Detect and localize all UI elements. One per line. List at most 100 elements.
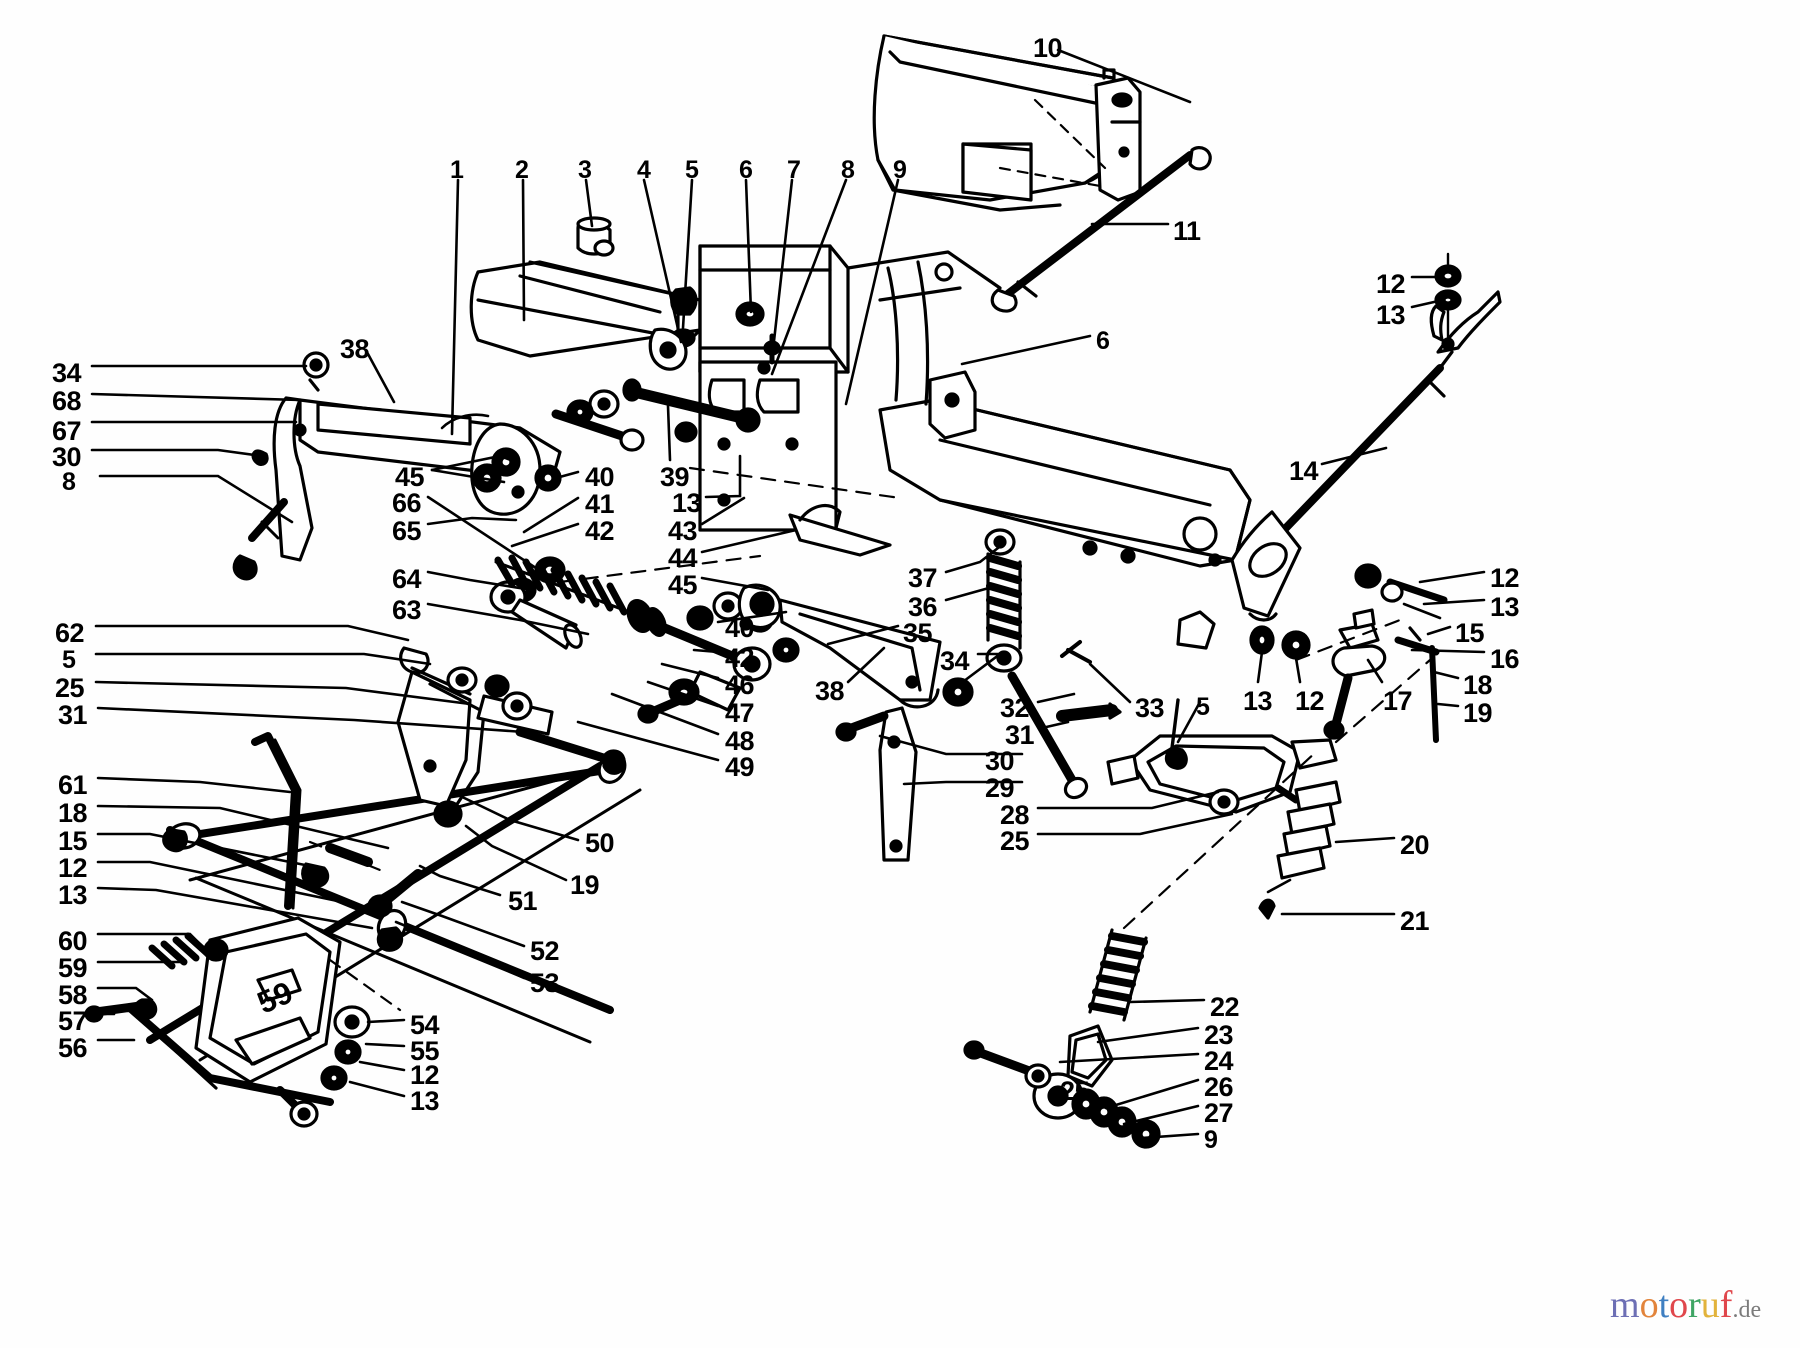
callout-number-21: 21 xyxy=(1400,906,1430,936)
callout-number-59: 59 xyxy=(58,953,88,983)
callout-number-26: 26 xyxy=(1204,1072,1234,1102)
callout-number-13: 13 xyxy=(1376,300,1406,330)
callout-number-68: 68 xyxy=(52,386,82,416)
callout-number-12: 12 xyxy=(1490,563,1520,593)
callout-number-13: 13 xyxy=(410,1086,440,1116)
callout-number-15: 15 xyxy=(1455,618,1485,648)
lower-left-frame xyxy=(84,646,642,1128)
callout-number-12: 12 xyxy=(58,853,88,883)
callout-number-28: 28 xyxy=(1000,800,1030,830)
callout-number-17: 17 xyxy=(1383,686,1413,716)
callout-number-51: 51 xyxy=(508,886,538,916)
cross-shaft-39 xyxy=(551,378,761,452)
watermark-letter-t: t xyxy=(1658,1284,1670,1326)
callout-number-19: 19 xyxy=(570,870,600,900)
callout-number-13: 13 xyxy=(1490,592,1520,622)
callout-number-7: 7 xyxy=(787,156,801,184)
callout-number-18: 18 xyxy=(1463,670,1493,700)
control-rod-14 xyxy=(1230,252,1502,622)
callout-number-42: 42 xyxy=(585,516,615,546)
callout-number-15: 15 xyxy=(58,826,88,856)
callout-number-1: 1 xyxy=(450,156,464,184)
callout-number-20: 20 xyxy=(1400,830,1430,860)
callout-number-24: 24 xyxy=(1204,1046,1234,1076)
callout-number-6: 6 xyxy=(739,156,753,184)
callout-number-42: 42 xyxy=(725,643,755,673)
callout-number-30: 30 xyxy=(52,442,82,472)
callout-number-35: 35 xyxy=(903,618,933,648)
callout-number-45: 45 xyxy=(668,570,698,600)
callout-number-45: 45 xyxy=(395,462,425,492)
callout-number-9: 9 xyxy=(1204,1126,1218,1154)
callout-number-34: 34 xyxy=(940,646,970,676)
callout-number-32: 32 xyxy=(1000,693,1030,723)
motoruf-watermark: motoruf.de xyxy=(1610,1283,1761,1327)
bracket-plate-right xyxy=(1176,610,1216,650)
callout-number-58: 58 xyxy=(58,980,88,1010)
callout-number-37: 37 xyxy=(908,563,938,593)
callout-number-40: 40 xyxy=(585,462,615,492)
callout-number-5: 5 xyxy=(1196,693,1210,721)
callout-number-38: 38 xyxy=(815,676,845,706)
callout-number-5: 5 xyxy=(685,156,699,184)
callout-number-13: 13 xyxy=(672,488,702,518)
callout-number-57: 57 xyxy=(58,1006,88,1036)
callout-number-39: 39 xyxy=(660,462,690,492)
callout-number-34: 34 xyxy=(52,358,82,388)
callout-number-65: 65 xyxy=(392,516,422,546)
callout-number-4: 4 xyxy=(637,156,651,184)
callout-number-2: 2 xyxy=(515,156,529,184)
callout-number-31: 31 xyxy=(1005,720,1035,750)
callout-number-64: 64 xyxy=(392,564,422,594)
watermark-letter-o1: o xyxy=(1639,1284,1659,1326)
callout-number-56: 56 xyxy=(58,1033,88,1063)
callout-number-52: 52 xyxy=(530,936,560,966)
callout-number-49: 49 xyxy=(725,752,755,782)
callout-number-66: 66 xyxy=(392,488,422,518)
callout-number-12: 12 xyxy=(1295,686,1325,716)
callout-number-67: 67 xyxy=(52,416,82,446)
callout-number-54: 54 xyxy=(410,1010,440,1040)
callout-number-25: 25 xyxy=(1000,826,1030,856)
callout-number-25: 25 xyxy=(1060,1076,1090,1106)
callout-number-53: 53 xyxy=(530,968,560,998)
callout-number-47: 47 xyxy=(725,698,755,728)
callout-number-6: 6 xyxy=(1096,327,1110,355)
callout-number-50: 50 xyxy=(585,828,615,858)
watermark-letter-u: u xyxy=(1700,1284,1720,1326)
watermark-letter-f: f xyxy=(1719,1284,1733,1326)
callout-number-10: 10 xyxy=(1033,33,1063,63)
callout-number-5: 5 xyxy=(62,646,76,674)
callout-number-16: 16 xyxy=(1490,644,1520,674)
watermark-letter-o2: o xyxy=(1669,1284,1689,1326)
callout-number-3: 3 xyxy=(578,156,592,184)
callout-number-41: 41 xyxy=(585,489,615,519)
callout-number-25: 25 xyxy=(55,673,85,703)
callout-number-29: 29 xyxy=(985,773,1015,803)
callout-number-12: 12 xyxy=(410,1060,440,1090)
callout-number-62: 62 xyxy=(55,618,85,648)
callout-number-44: 44 xyxy=(668,543,698,573)
lift-rod-11 xyxy=(990,146,1212,313)
callout-number-27: 27 xyxy=(1204,1098,1234,1128)
callout-number-12: 12 xyxy=(1376,269,1406,299)
callout-number-22: 22 xyxy=(1210,992,1240,1022)
callout-number-30: 30 xyxy=(985,746,1015,776)
callout-number-61: 61 xyxy=(58,770,88,800)
callout-number-23: 23 xyxy=(1204,1020,1234,1050)
callout-number-43: 43 xyxy=(668,516,698,546)
callout-number-18: 18 xyxy=(58,798,88,828)
callout-number-31: 31 xyxy=(58,700,88,730)
callout-number-33: 33 xyxy=(1135,693,1165,723)
watermark-tld: .de xyxy=(1732,1297,1762,1323)
center-lever-arm xyxy=(737,503,974,862)
callout-number-63: 63 xyxy=(392,595,422,625)
callout-number-9: 9 xyxy=(893,156,907,184)
callout-number-48: 48 xyxy=(725,726,755,756)
callout-number-46: 46 xyxy=(725,670,755,700)
callout-number-40: 40 xyxy=(725,613,755,643)
callout-number-8: 8 xyxy=(841,156,855,184)
blade-scoop-assembly xyxy=(872,34,1142,212)
